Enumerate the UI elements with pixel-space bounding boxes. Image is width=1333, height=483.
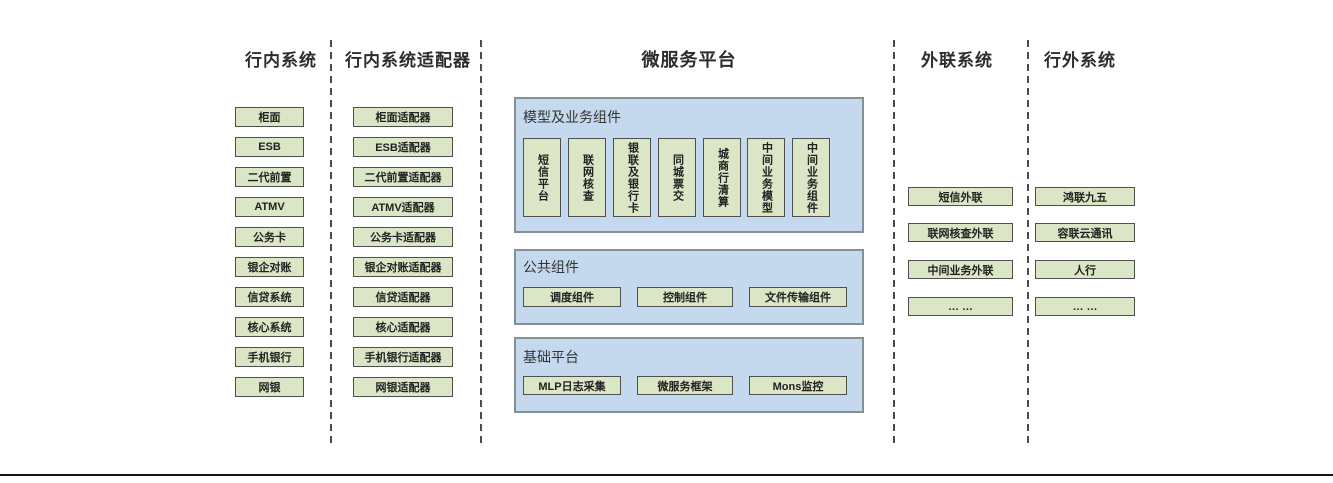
- column-title-microservice-platform: 微服务平台: [641, 50, 737, 70]
- internal-system-box: 手机银行: [235, 347, 304, 367]
- external-system-box: 鸿联九五: [1035, 187, 1135, 206]
- column-separator-4: [1027, 40, 1029, 443]
- model-component-label: 中间业务模型: [760, 141, 773, 214]
- adapter-box: 网银适配器: [353, 377, 453, 397]
- internal-system-box: ESB: [235, 137, 304, 157]
- column-title-external-systems: 行外系统: [1044, 51, 1116, 70]
- outreach-system-box: 联网核查外联: [908, 223, 1013, 242]
- internal-system-box: 信贷系统: [235, 287, 304, 307]
- model-component-label: 同城票交: [671, 153, 684, 202]
- column-title-internal-systems: 行内系统: [245, 51, 317, 70]
- model-component-box: 银联及银行卡: [613, 138, 651, 217]
- adapter-box: 银企对账适配器: [353, 257, 453, 277]
- model-component-label: 联网核查: [581, 153, 594, 202]
- model-component-box: 中间业务组件: [792, 138, 830, 217]
- outreach-system-box: 短信外联: [908, 187, 1013, 206]
- common-component-box: 调度组件: [523, 287, 621, 307]
- bottom-divider-line: [0, 474, 1333, 476]
- internal-system-box: 公务卡: [235, 227, 304, 247]
- internal-system-box: 网银: [235, 377, 304, 397]
- internal-system-box: 二代前置: [235, 167, 304, 187]
- outreach-system-box: 中间业务外联: [908, 260, 1013, 279]
- panel-base-platform: [514, 337, 864, 413]
- external-system-box: 人行: [1035, 260, 1135, 279]
- column-title-outreach-systems: 外联系统: [921, 51, 993, 70]
- base-platform-box: Mons监控: [749, 376, 847, 395]
- panel-label-common: 公共组件: [523, 259, 579, 275]
- column-title-internal-adapters: 行内系统适配器: [345, 51, 471, 70]
- base-platform-box: MLP日志采集: [523, 376, 621, 395]
- common-component-box: 文件传输组件: [749, 287, 847, 307]
- adapter-box: ESB适配器: [353, 137, 453, 157]
- adapter-box: ATMV适配器: [353, 197, 453, 217]
- model-component-box: 同城票交: [658, 138, 696, 217]
- panel-label-model-business: 模型及业务组件: [523, 109, 621, 125]
- base-platform-box: 微服务框架: [637, 376, 733, 395]
- adapter-box: 公务卡适配器: [353, 227, 453, 247]
- model-component-label: 银联及银行卡: [626, 141, 639, 214]
- model-component-box: 短信平台: [523, 138, 561, 217]
- outreach-system-box: … …: [908, 297, 1013, 316]
- panel-label-base: 基础平台: [523, 349, 579, 365]
- model-component-label: 中间业务组件: [805, 141, 818, 214]
- common-component-box: 控制组件: [637, 287, 733, 307]
- adapter-box: 二代前置适配器: [353, 167, 453, 187]
- column-separator-1: [330, 40, 332, 443]
- adapter-box: 信贷适配器: [353, 287, 453, 307]
- internal-system-box: 银企对账: [235, 257, 304, 277]
- model-component-box: 联网核查: [568, 138, 606, 217]
- model-component-box: 中间业务模型: [747, 138, 785, 217]
- model-component-label: 城商行清算: [716, 147, 729, 208]
- adapter-box: 柜面适配器: [353, 107, 453, 127]
- internal-system-box: 柜面: [235, 107, 304, 127]
- model-component-box: 城商行清算: [703, 138, 741, 217]
- external-system-box: … …: [1035, 297, 1135, 316]
- external-system-box: 容联云通讯: [1035, 223, 1135, 242]
- adapter-box: 核心适配器: [353, 317, 453, 337]
- column-separator-3: [893, 40, 895, 443]
- model-component-label: 短信平台: [536, 153, 549, 202]
- adapter-box: 手机银行适配器: [353, 347, 453, 367]
- column-separator-2: [480, 40, 482, 443]
- internal-system-box: 核心系统: [235, 317, 304, 337]
- internal-system-box: ATMV: [235, 197, 304, 217]
